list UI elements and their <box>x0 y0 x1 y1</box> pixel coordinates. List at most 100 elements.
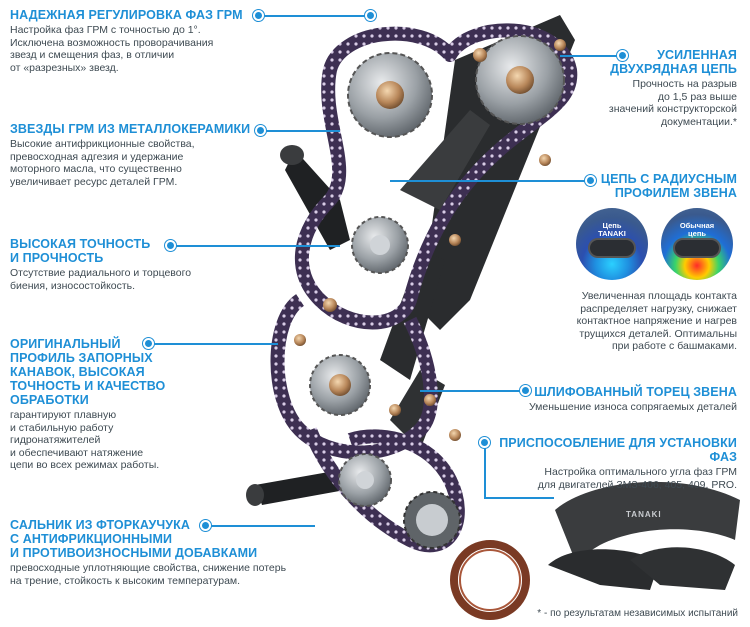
feature-desc: Настройка фаз ГРМ с точностью до 1°. Иск… <box>10 24 255 74</box>
title-line: И ПРОЧНОСТЬ <box>10 251 104 265</box>
feature-accuracy: ВЫСОКАЯ ТОЧНОСТЬ И ПРОЧНОСТЬ Отсутствие … <box>10 237 230 292</box>
feature-title: ЗВЕЗДЫ ГРМ ИЗ МЕТАЛЛОКЕРАМИКИ <box>10 122 251 136</box>
oil-seal <box>450 540 530 620</box>
desc-line: Настройка фаз ГРМ с точностью до 1°. <box>10 24 201 36</box>
connector-dot <box>200 520 211 531</box>
title-line: ПРОФИЛЬ ЗАПОРНЫХ <box>10 351 153 365</box>
bolts <box>294 39 566 441</box>
desc-line: Высокие антифрикционные свойства, <box>10 138 195 150</box>
title-line: С АНТИФРИКЦИОННЫМИ <box>10 532 173 546</box>
desc-line: моторного масла, что существенно <box>10 163 182 175</box>
connector-dot <box>365 10 376 21</box>
bubble-label-line: Цепь <box>602 221 622 230</box>
connector-dot <box>255 125 266 136</box>
desc-line: увеличивает ресурс деталей ГРМ. <box>10 175 178 188</box>
bubble-label-line: Обычная <box>679 221 715 230</box>
desc-line: документации.* <box>661 115 737 128</box>
phase-setting-tool <box>548 481 740 590</box>
title-line: САЛЬНИК ИЗ ФТОРКАУЧУКА <box>10 518 191 532</box>
feature-timing: НАДЕЖНАЯ РЕГУЛИРОВКА ФАЗ ГРМ Настройка ф… <box>10 8 255 74</box>
desc-line: на трение, стойкость к высоким температу… <box>10 574 241 587</box>
feature-seal: САЛЬНИК ИЗ ФТОРКАУЧУКА С АНТИФРИКЦИОННЫМ… <box>10 518 310 587</box>
feature-chain: УСИЛЕННАЯ ДВУХРЯДНАЯ ЦЕПЬ Прочность на р… <box>595 48 737 128</box>
title-line: ОБРАБОТКИ <box>10 393 89 407</box>
connector-line <box>484 497 554 499</box>
connector-line <box>205 525 315 527</box>
feature-title: ВЫСОКАЯ ТОЧНОСТЬ И ПРОЧНОСТЬ <box>10 237 230 265</box>
desc-line: контактное напряжение и нагрев <box>576 315 737 327</box>
bubble-label-line: TANAKI <box>598 229 626 238</box>
title-line: ТОЧНОСТЬ И КАЧЕСТВО <box>10 379 166 393</box>
feature-desc: превосходные уплотняющие свойства, сниже… <box>10 562 310 587</box>
connector-line <box>258 15 370 17</box>
title-line: ВЫСОКАЯ ТОЧНОСТЬ <box>10 237 151 251</box>
footnote: * - по результатам независимых испытаний <box>537 608 738 619</box>
bubble-label: Обычная цепь <box>661 222 733 238</box>
desc-line: Отсутствие радиального и торцевого <box>10 267 192 279</box>
title-line: ЦЕПЬ С РАДИУСНЫМ <box>600 172 737 186</box>
desc-line: при работе с башмаками. <box>612 340 737 352</box>
desc-line: звезд и смещения фаз, в отличии <box>10 49 175 61</box>
desc-line: Настройка оптимального угла фаз ГРМ <box>544 466 737 478</box>
connector-dot <box>143 338 154 349</box>
feature-title: ПРИСПОСОБЛЕНИЕ ДЛЯ УСТАНОВКИ ФАЗ <box>499 436 737 464</box>
desc-line: превосходная адгезия и удержание <box>10 150 184 163</box>
desc-line: от «разрезных» звезд. <box>10 61 119 74</box>
chain-link-shape <box>588 238 636 258</box>
feature-title: ЦЕПЬ С РАДИУСНЫМ ПРОФИЛЕМ ЗВЕНА <box>585 172 737 200</box>
bubble-label-line: цепь <box>688 229 706 238</box>
feature-sprockets: ЗВЕЗДЫ ГРМ ИЗ МЕТАЛЛОКЕРАМИКИ Высокие ан… <box>10 122 260 188</box>
tensioner-rods <box>246 145 350 506</box>
feature-title: НАДЕЖНАЯ РЕГУЛИРОВКА ФАЗ ГРМ <box>10 8 243 22</box>
connector-dot <box>585 175 596 186</box>
connector-line <box>560 55 622 57</box>
desc-line: и стабильную работу <box>10 421 114 434</box>
desc-line: Исключена возможность проворачивания <box>10 36 214 49</box>
connector-line <box>148 343 278 345</box>
feature-radius-desc: Увеличенная площадь контакта распределяе… <box>560 288 737 353</box>
desc-line: Увеличенная площадь контакта <box>581 290 737 302</box>
feature-desc: гарантируют плавную и стабильную работу … <box>10 409 210 472</box>
connector-line <box>170 245 340 247</box>
feature-tool: ПРИСПОСОБЛЕНИЕ ДЛЯ УСТАНОВКИ ФАЗ Настрой… <box>480 436 737 491</box>
desc-line: Прочность на разрыв <box>632 78 737 90</box>
desc-line: до 1,5 раз выше <box>657 90 737 103</box>
chain-link-shape <box>673 238 721 258</box>
desc-line: трущихся деталей. Оптимальны <box>579 327 737 340</box>
desc-line: превосходные уплотняющие свойства, сниже… <box>10 562 287 574</box>
title-line: ДВУХРЯДНАЯ ЦЕПЬ <box>610 62 737 76</box>
connector-dot <box>253 10 264 21</box>
feature-desc: Высокие антифрикционные свойства, превос… <box>10 138 260 188</box>
bubble-label: Цепь TANAKI <box>576 222 648 238</box>
desc-line: значений конструкторской <box>608 103 737 115</box>
feature-title: САЛЬНИК ИЗ ФТОРКАУЧУКА С АНТИФРИКЦИОННЫМ… <box>10 518 310 560</box>
desc-line: для двигателей ЗМЗ-406, 405, 409, PRO. <box>537 478 737 491</box>
feature-title: УСИЛЕННАЯ ДВУХРЯДНАЯ ЦЕПЬ <box>595 48 737 76</box>
desc-line: биения, износостойкость. <box>10 279 136 292</box>
feature-radius: ЦЕПЬ С РАДИУСНЫМ ПРОФИЛЕМ ЗВЕНА <box>585 172 737 200</box>
connector-line <box>484 442 486 497</box>
title-line: И ПРОТИВОИЗНОСНЫМИ ДОБАВКАМИ <box>10 546 258 560</box>
connector-line <box>260 130 340 132</box>
feature-desc: Увеличенная площадь контакта распределяе… <box>560 290 737 353</box>
desc-line: распределяет нагрузку, снижает <box>580 302 737 315</box>
desc-line: гарантируют плавную <box>10 409 117 421</box>
connector-dot <box>520 385 531 396</box>
desc-line: Уменьшение износа сопрягаемых деталей <box>528 401 737 413</box>
feature-desc: Уменьшение износа сопрягаемых деталей <box>520 401 737 414</box>
tanaki-chain-stress-bubble: Цепь TANAKI <box>576 208 648 280</box>
connector-dot <box>165 240 176 251</box>
title-line: КАНАВОК, ВЫСОКАЯ <box>10 365 145 379</box>
connector-line <box>390 180 590 182</box>
desc-line: гидронатяжителей <box>10 434 101 446</box>
tool-brand-label: TANAKI <box>626 510 662 519</box>
feature-title: ОРИГИНАЛЬНЫЙ ПРОФИЛЬ ЗАПОРНЫХ КАНАВОК, В… <box>10 337 210 407</box>
feature-desc: Отсутствие радиального и торцевого биени… <box>10 267 230 292</box>
desc-line: цепи во всех режимах работы. <box>10 459 160 471</box>
connector-dot <box>617 50 628 61</box>
connector-dot <box>479 437 490 448</box>
feature-title: ШЛИФОВАННЫЙ ТОРЕЦ ЗВЕНА <box>534 385 737 399</box>
feature-desc: Настройка оптимального угла фаз ГРМ для … <box>480 466 737 491</box>
feature-desc: Прочность на разрыв до 1,5 раз выше знач… <box>595 78 737 128</box>
